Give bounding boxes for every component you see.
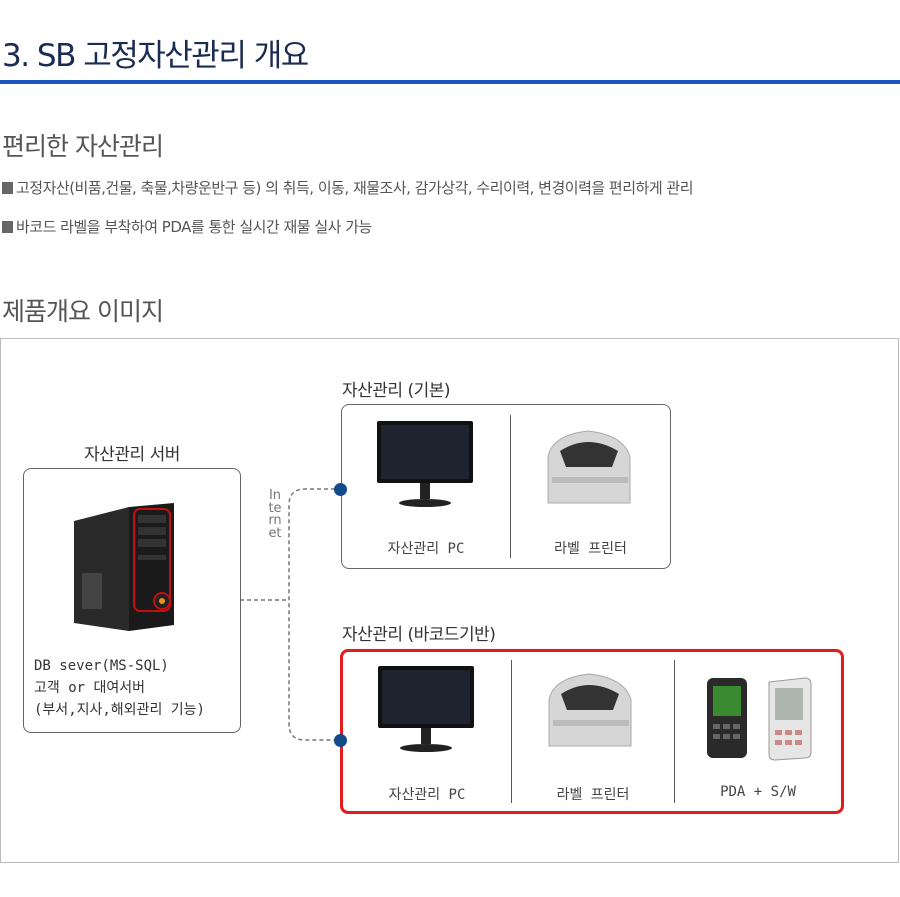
- label-printer-icon: [548, 673, 632, 747]
- diagram-frame: [0, 338, 899, 863]
- feature-heading: 편리한 자산관리: [2, 132, 164, 161]
- pda-icon: [707, 677, 812, 761]
- basic-pc-caption: 자산관리 PC: [387, 541, 465, 557]
- bullet-text: 바코드 라벨을 부착하여 PDA를 통한 실시간 재물 실사 가능: [16, 218, 372, 236]
- feature-bullet: 바코드 라벨을 부착하여 PDA를 통한 실시간 재물 실사 가능: [2, 216, 372, 237]
- basic-group-box: 자산관리 PC 라벨 프린터: [341, 404, 671, 569]
- internet-label: Internet: [268, 488, 282, 541]
- pda-caption: PDA + S/W: [720, 784, 796, 800]
- connection-dot: [334, 734, 347, 747]
- server-line: DB sever(MS-SQL): [34, 658, 169, 674]
- overview-heading: 제품개요 이미지: [2, 297, 164, 326]
- basic-printer-caption: 라벨 프린터: [554, 541, 627, 557]
- server-line: 고객 or 대여서버: [34, 680, 145, 696]
- server-details: DB sever(MS-SQL) 고객 or 대여서버 (부서,지사,해외관리 …: [34, 655, 205, 721]
- divider: [510, 415, 511, 558]
- barcode-printer-caption: 라벨 프린터: [556, 787, 630, 803]
- bullet-square-icon: [2, 221, 13, 233]
- server-tower-icon: [74, 503, 174, 631]
- server-label: 자산관리 서버: [84, 445, 180, 465]
- divider: [674, 660, 675, 803]
- divider: [511, 660, 512, 803]
- barcode-group-box: 자산관리 PC 라벨 프린터 PDA + S/W: [340, 649, 844, 814]
- monitor-icon: [378, 666, 474, 752]
- title-divider: [0, 80, 900, 84]
- page-title: 3. SB 고정자산관리 개요: [2, 38, 309, 74]
- feature-bullet: 고정자산(비품,건물, 축물,차량운반구 등) 의 취득, 이동, 재물조사, …: [2, 177, 694, 198]
- monitor-icon: [377, 421, 473, 507]
- connection-dot: [334, 483, 347, 496]
- bullet-square-icon: [2, 182, 13, 194]
- bullet-text: 고정자산(비품,건물, 축물,차량운반구 등) 의 취득, 이동, 재물조사, …: [16, 179, 694, 197]
- barcode-group-label: 자산관리 (바코드기반): [342, 625, 496, 645]
- label-printer-icon: [547, 430, 631, 504]
- barcode-pc-caption: 자산관리 PC: [388, 787, 466, 803]
- server-box: DB sever(MS-SQL) 고객 or 대여서버 (부서,지사,해외관리 …: [23, 468, 241, 733]
- server-line: (부서,지사,해외관리 기능): [34, 702, 205, 718]
- basic-group-label: 자산관리 (기본): [342, 381, 451, 401]
